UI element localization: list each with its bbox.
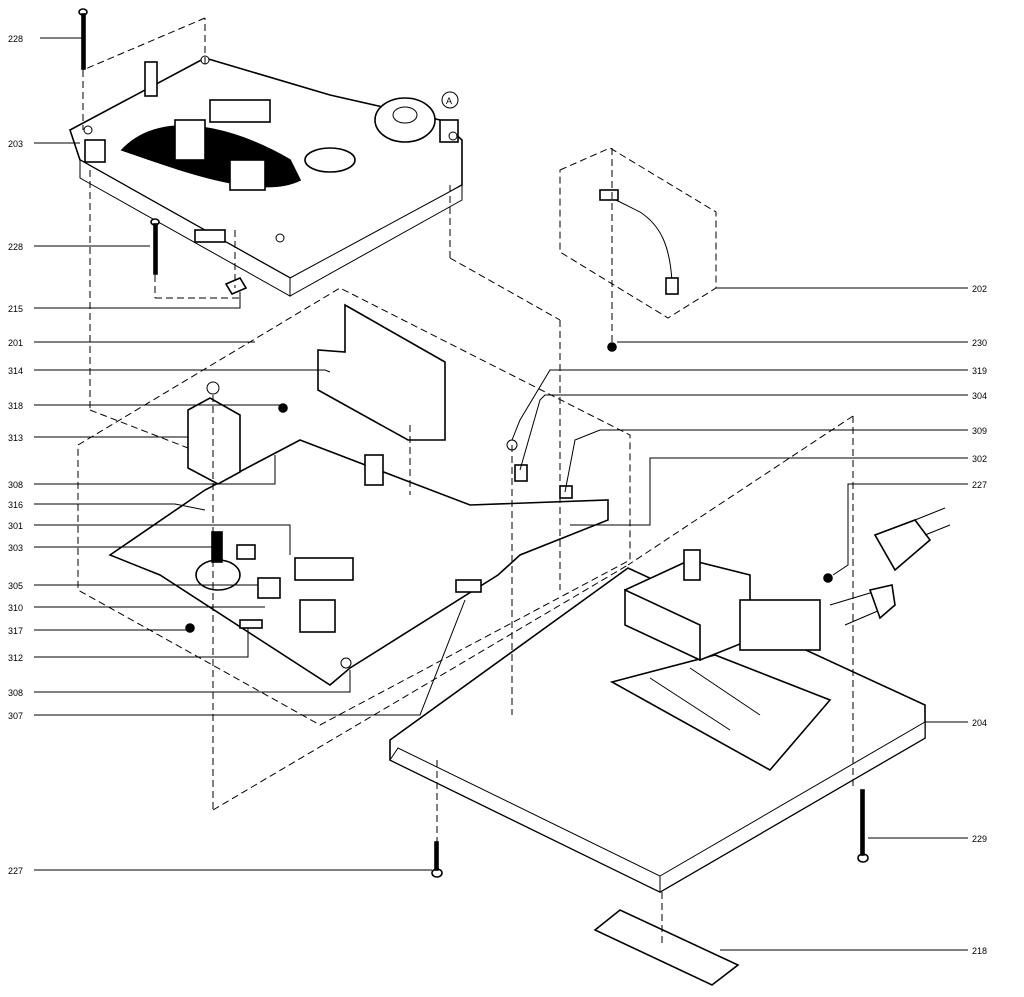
mechanism-chassis-203 bbox=[69, 55, 463, 297]
label-215: 215 bbox=[8, 304, 23, 314]
label-201: 201 bbox=[8, 338, 23, 348]
pcb-board bbox=[108, 439, 609, 686]
label-305: 305 bbox=[8, 581, 23, 591]
power-cord-plug bbox=[829, 507, 951, 626]
screw-229 bbox=[857, 789, 869, 863]
label-304: 304 bbox=[972, 391, 987, 401]
screw-318 bbox=[278, 403, 288, 413]
alignment-lines bbox=[82, 17, 854, 945]
screw-228-middle bbox=[150, 218, 160, 275]
screw-227-bottom bbox=[431, 841, 443, 878]
screw-317 bbox=[185, 623, 195, 633]
label-318: 318 bbox=[8, 401, 23, 411]
leader-lines bbox=[34, 37, 968, 951]
label-204: 204 bbox=[972, 718, 987, 728]
bracket-313 bbox=[187, 397, 241, 485]
label-316: 316 bbox=[8, 500, 23, 510]
label-307: 307 bbox=[8, 711, 23, 721]
label-301: 301 bbox=[8, 521, 23, 531]
label-plate-218 bbox=[593, 909, 740, 986]
label-227-right: 227 bbox=[972, 480, 987, 490]
screw-230 bbox=[607, 148, 617, 352]
label-308-lower: 308 bbox=[8, 688, 23, 698]
callout-marker-a: A bbox=[441, 91, 459, 109]
shield-314 bbox=[317, 303, 446, 441]
label-228-middle: 228 bbox=[8, 242, 23, 252]
label-228-top: 228 bbox=[8, 34, 23, 44]
label-230: 230 bbox=[972, 338, 987, 348]
screw-227-right bbox=[823, 573, 833, 583]
label-319: 319 bbox=[972, 366, 987, 376]
label-310: 310 bbox=[8, 603, 23, 613]
pcb-components bbox=[195, 381, 573, 669]
label-313: 313 bbox=[8, 433, 23, 443]
label-317: 317 bbox=[8, 626, 23, 636]
label-314: 314 bbox=[8, 366, 23, 376]
label-203: 203 bbox=[8, 139, 23, 149]
base-cabinet-204 bbox=[389, 567, 926, 893]
label-227-bottom: 227 bbox=[8, 866, 23, 876]
part-215 bbox=[224, 276, 248, 296]
label-309: 309 bbox=[972, 426, 987, 436]
label-202: 202 bbox=[972, 284, 987, 294]
transformer-assembly bbox=[623, 549, 821, 662]
label-218: 218 bbox=[972, 946, 987, 956]
label-308-upper: 308 bbox=[8, 480, 23, 490]
inset-202 bbox=[559, 147, 717, 319]
label-312: 312 bbox=[8, 653, 23, 663]
part-labels: 228 203 228 215 201 314 318 313 308 316 … bbox=[8, 34, 987, 956]
label-229: 229 bbox=[972, 834, 987, 844]
label-303: 303 bbox=[8, 543, 23, 553]
screw-228-top bbox=[78, 8, 88, 70]
label-302: 302 bbox=[972, 454, 987, 464]
callout-marker-a-text: A bbox=[446, 96, 452, 106]
